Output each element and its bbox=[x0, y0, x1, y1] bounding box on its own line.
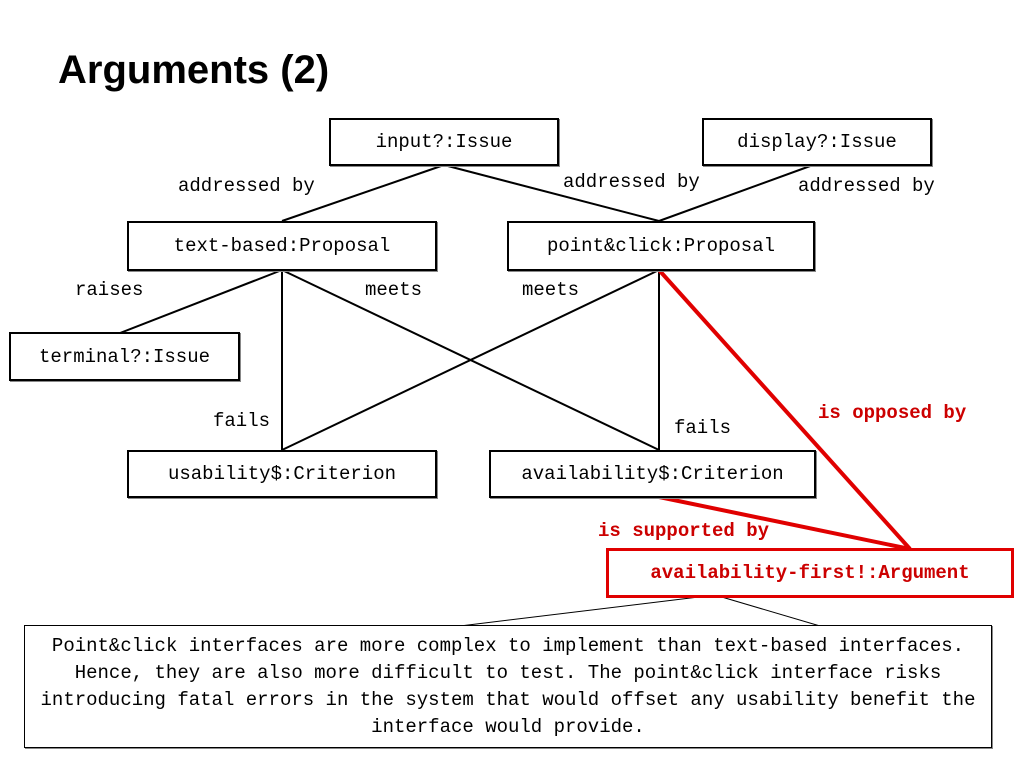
edge-pointclick-to-usability bbox=[281, 269, 660, 451]
edge-textbased-to-terminal bbox=[119, 269, 283, 334]
callout-right bbox=[714, 594, 821, 627]
node-terminal-issue: terminal?:Issue bbox=[9, 332, 240, 381]
edge-input-to-pointclick bbox=[443, 164, 660, 222]
edge-availability-supported-by-argument bbox=[658, 495, 911, 551]
node-input-issue: input?:Issue bbox=[329, 118, 559, 166]
edge-label-meets: meets bbox=[365, 279, 423, 301]
edge-label-addressed-by: addressed by bbox=[798, 175, 935, 197]
edge-label-addressed-by: addressed by bbox=[563, 171, 700, 193]
callout-left bbox=[459, 594, 716, 627]
edge-label-is-opposed-by: is opposed by bbox=[818, 402, 967, 424]
edge-label-raises: raises bbox=[75, 279, 144, 301]
node-text-based-proposal: text-based:Proposal bbox=[127, 221, 437, 271]
edge-pointclick-opposed-by-argument bbox=[657, 268, 912, 551]
node-point-click-proposal: point&click:Proposal bbox=[507, 221, 815, 271]
edge-label-meets: meets bbox=[522, 279, 580, 301]
node-availability-first-argument: availability-first!:Argument bbox=[606, 548, 1014, 598]
edge-input-to-textbased bbox=[281, 164, 445, 222]
argument-description: Point&click interfaces are more complex … bbox=[24, 625, 992, 748]
edge-label-is-supported-by: is supported by bbox=[598, 520, 770, 542]
edge-label-addressed-by: addressed by bbox=[178, 175, 315, 197]
page-title: Arguments (2) bbox=[58, 48, 330, 92]
node-usability-criterion: usability$:Criterion bbox=[127, 450, 437, 498]
node-display-issue: display?:Issue bbox=[702, 118, 932, 166]
node-availability-criterion: availability$:Criterion bbox=[489, 450, 816, 498]
edge-display-to-pointclick bbox=[658, 164, 814, 222]
edge-label-fails: fails bbox=[213, 410, 271, 432]
edge-label-fails: fails bbox=[674, 417, 732, 439]
